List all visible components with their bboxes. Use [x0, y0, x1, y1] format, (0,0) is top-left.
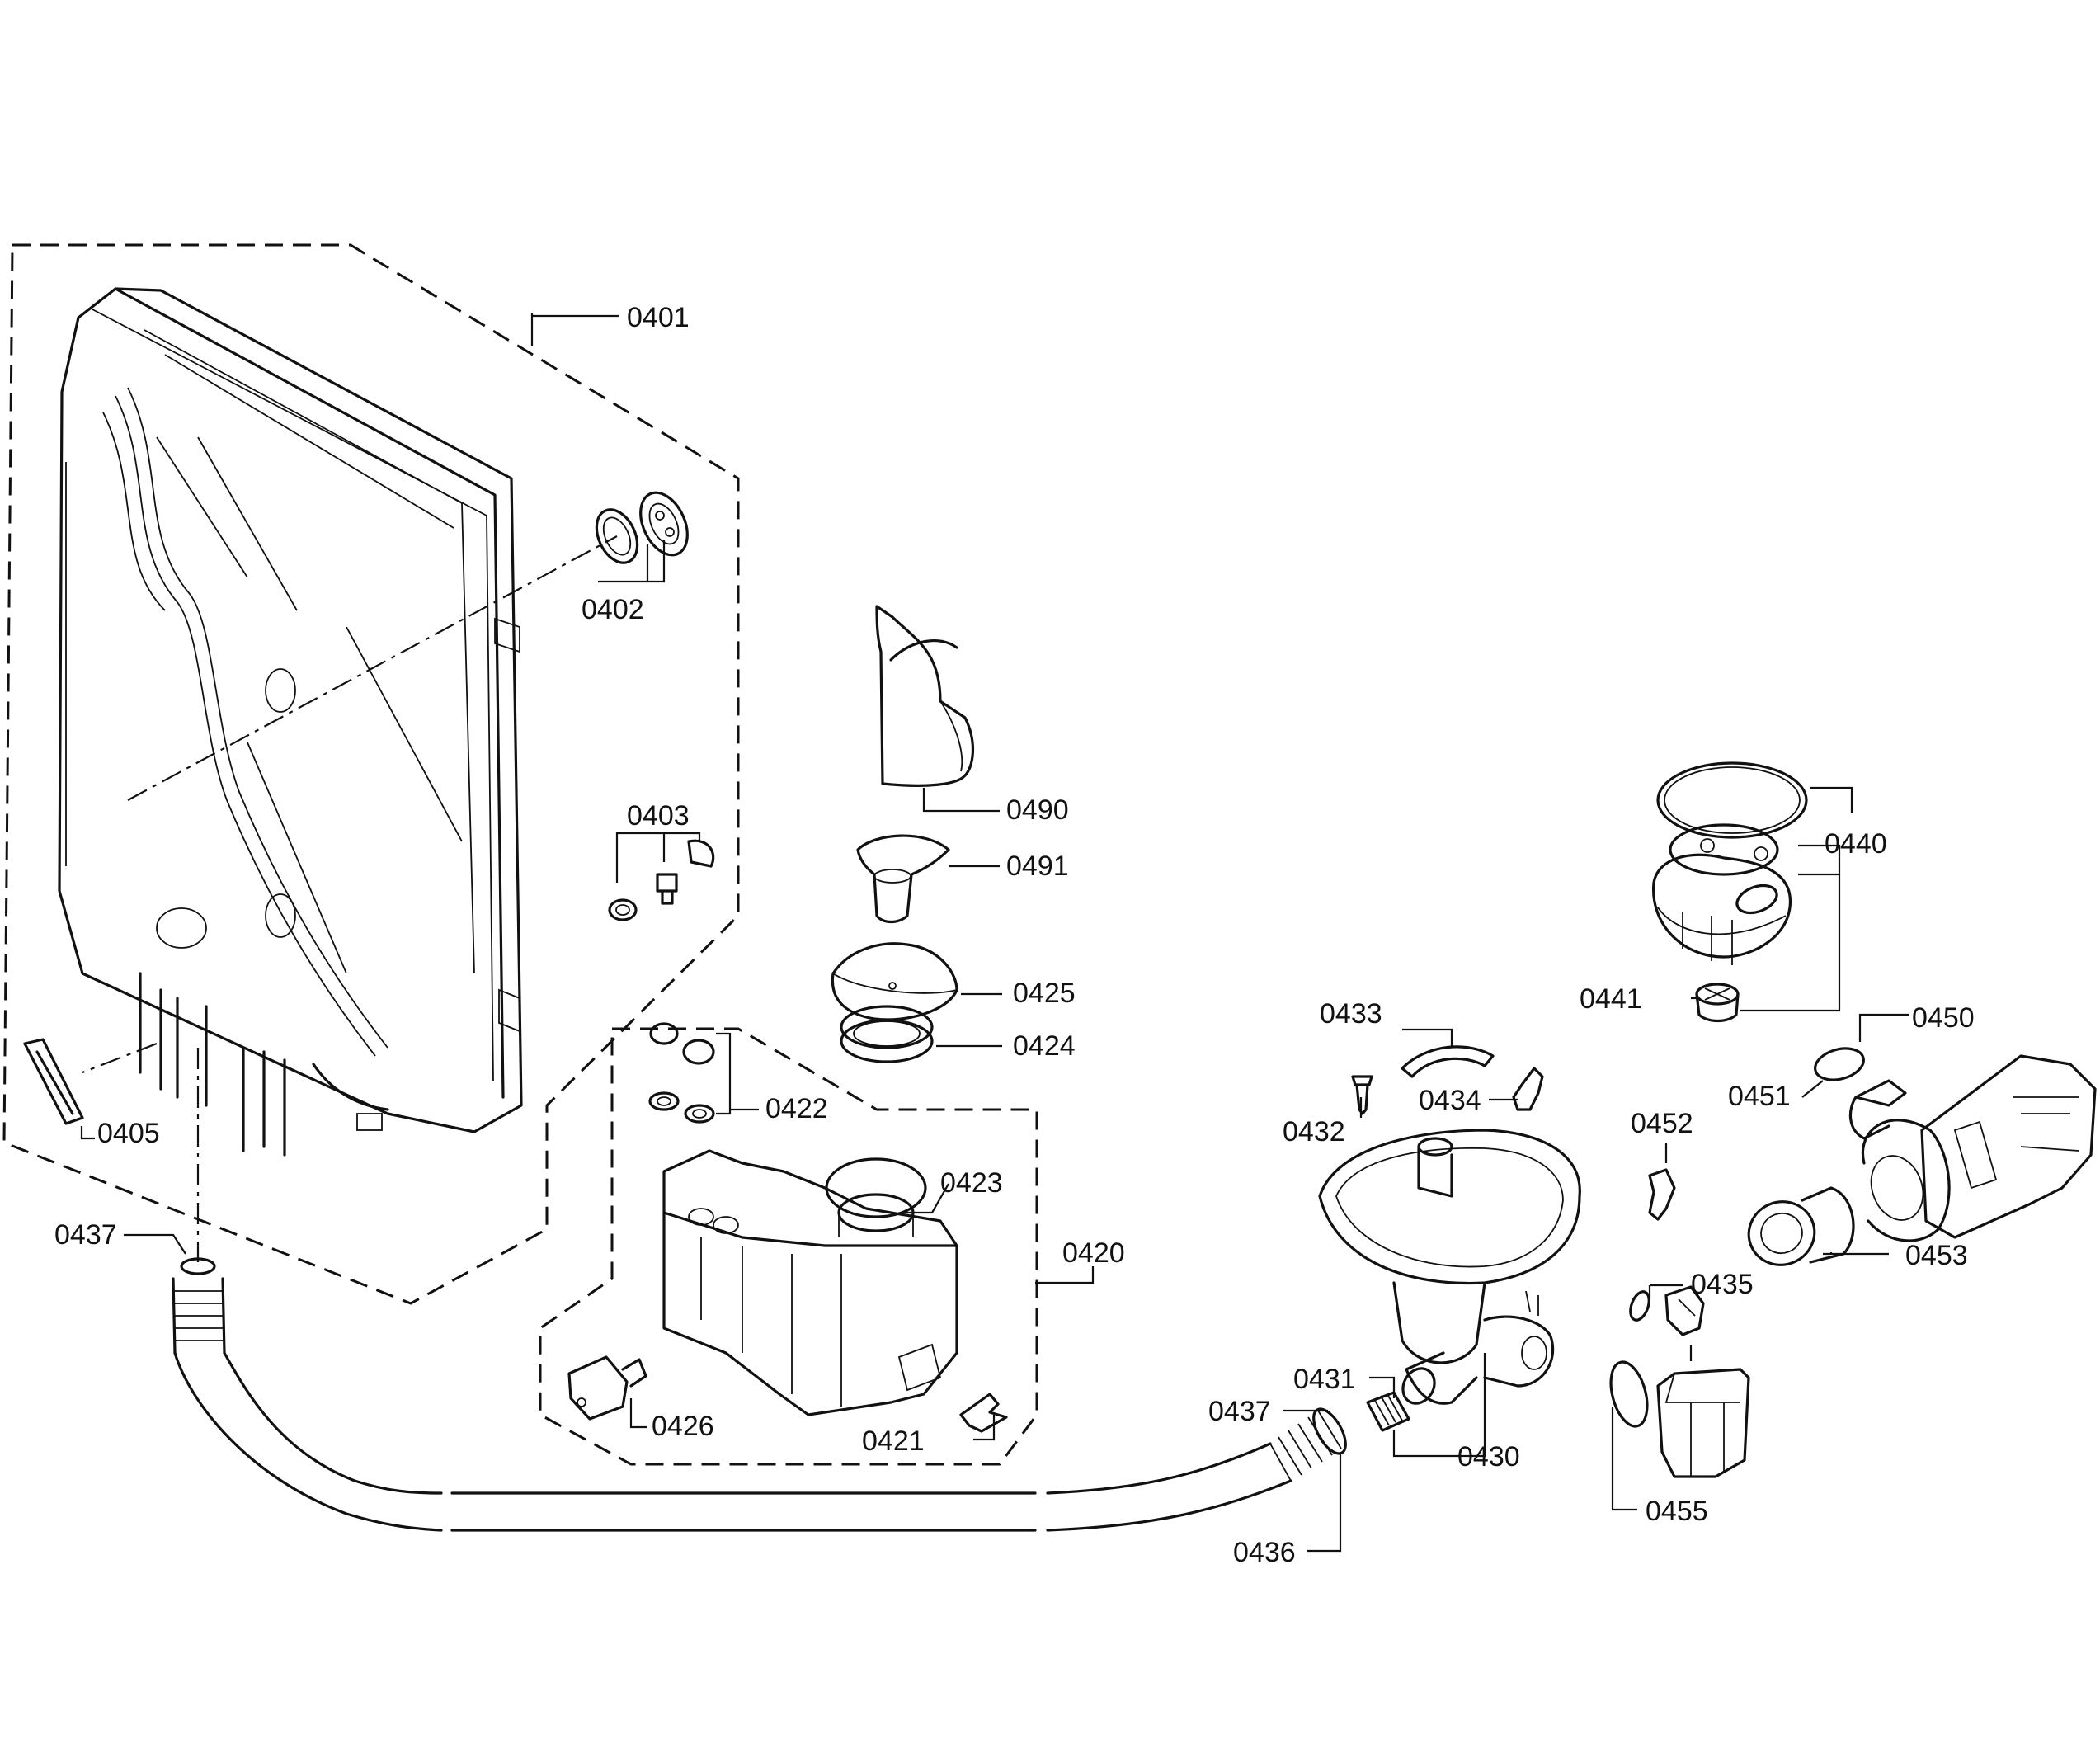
funnel-part	[875, 605, 975, 787]
drain-hose-part	[172, 1257, 1347, 1532]
label-0440: 0440	[1825, 828, 1887, 860]
label-0425: 0425	[1013, 978, 1076, 1009]
cup-part	[856, 834, 950, 924]
label-0433: 0433	[1320, 998, 1382, 1030]
label-0430: 0430	[1457, 1441, 1520, 1473]
label-0441: 0441	[1580, 983, 1642, 1015]
label-0401: 0401	[627, 302, 690, 333]
sump-assembly-boundary	[539, 1027, 1038, 1466]
label-0405: 0405	[97, 1118, 160, 1149]
label-0452: 0452	[1631, 1108, 1693, 1139]
door-assembly-boundary	[2, 243, 740, 1305]
label-0453: 0453	[1905, 1240, 1968, 1271]
label-0426: 0426	[652, 1411, 714, 1442]
leader-lines	[80, 313, 1909, 1553]
drain-pump-part	[1609, 1360, 1750, 1478]
centerline	[82, 1042, 158, 1074]
seal-set-part	[648, 1022, 715, 1124]
latch-part	[1648, 1168, 1676, 1221]
label-0422: 0422	[765, 1093, 828, 1124]
sump-pot-part	[1318, 1129, 1581, 1405]
screw-part	[1351, 1075, 1373, 1115]
fastener-part	[608, 839, 715, 921]
label-0403: 0403	[627, 800, 690, 832]
label-0423: 0423	[940, 1167, 1003, 1199]
pump-cover-part	[1652, 761, 1808, 965]
label-0436: 0436	[1233, 1537, 1296, 1568]
coupling-part	[1366, 1391, 1410, 1432]
label-0435: 0435	[1691, 1269, 1754, 1300]
sump-housing-part	[662, 1149, 958, 1416]
centerline	[127, 535, 618, 801]
label-0420: 0420	[1062, 1237, 1125, 1269]
clip-part	[959, 1393, 1008, 1433]
label-0434: 0434	[1419, 1085, 1481, 1116]
clip-part	[23, 1038, 84, 1125]
sensor-part	[1629, 1285, 1705, 1336]
label-0491: 0491	[1006, 851, 1069, 882]
label-0432: 0432	[1283, 1116, 1345, 1147]
label-0450: 0450	[1912, 1002, 1975, 1034]
label-0490: 0490	[1006, 794, 1069, 826]
ring-part	[840, 1005, 934, 1063]
label-0437: 0437	[1208, 1396, 1271, 1427]
pump-adapter-part	[1747, 1186, 1855, 1266]
label-0431: 0431	[1293, 1364, 1356, 1395]
seal-ring-part	[595, 491, 689, 564]
part-labels: 0401 0402 0403 0405 0437 0490 0491 0425 …	[54, 302, 1975, 1568]
lid-part	[831, 942, 958, 1021]
label-0451: 0451	[1728, 1081, 1791, 1112]
circulation-pump-part	[1848, 1054, 2097, 1242]
hose-clamp-part	[1814, 1047, 1865, 1081]
door-panel-part	[58, 287, 523, 1157]
clip-part	[1401, 1045, 1495, 1078]
label-0455: 0455	[1646, 1496, 1708, 1527]
label-0402: 0402	[582, 594, 644, 625]
impeller-part	[1695, 983, 1740, 1023]
bracket-part	[1512, 1067, 1544, 1111]
label-0424: 0424	[1013, 1030, 1076, 1062]
label-0437: 0437	[54, 1219, 117, 1251]
valve-part	[567, 1355, 647, 1421]
label-0421: 0421	[862, 1425, 925, 1457]
